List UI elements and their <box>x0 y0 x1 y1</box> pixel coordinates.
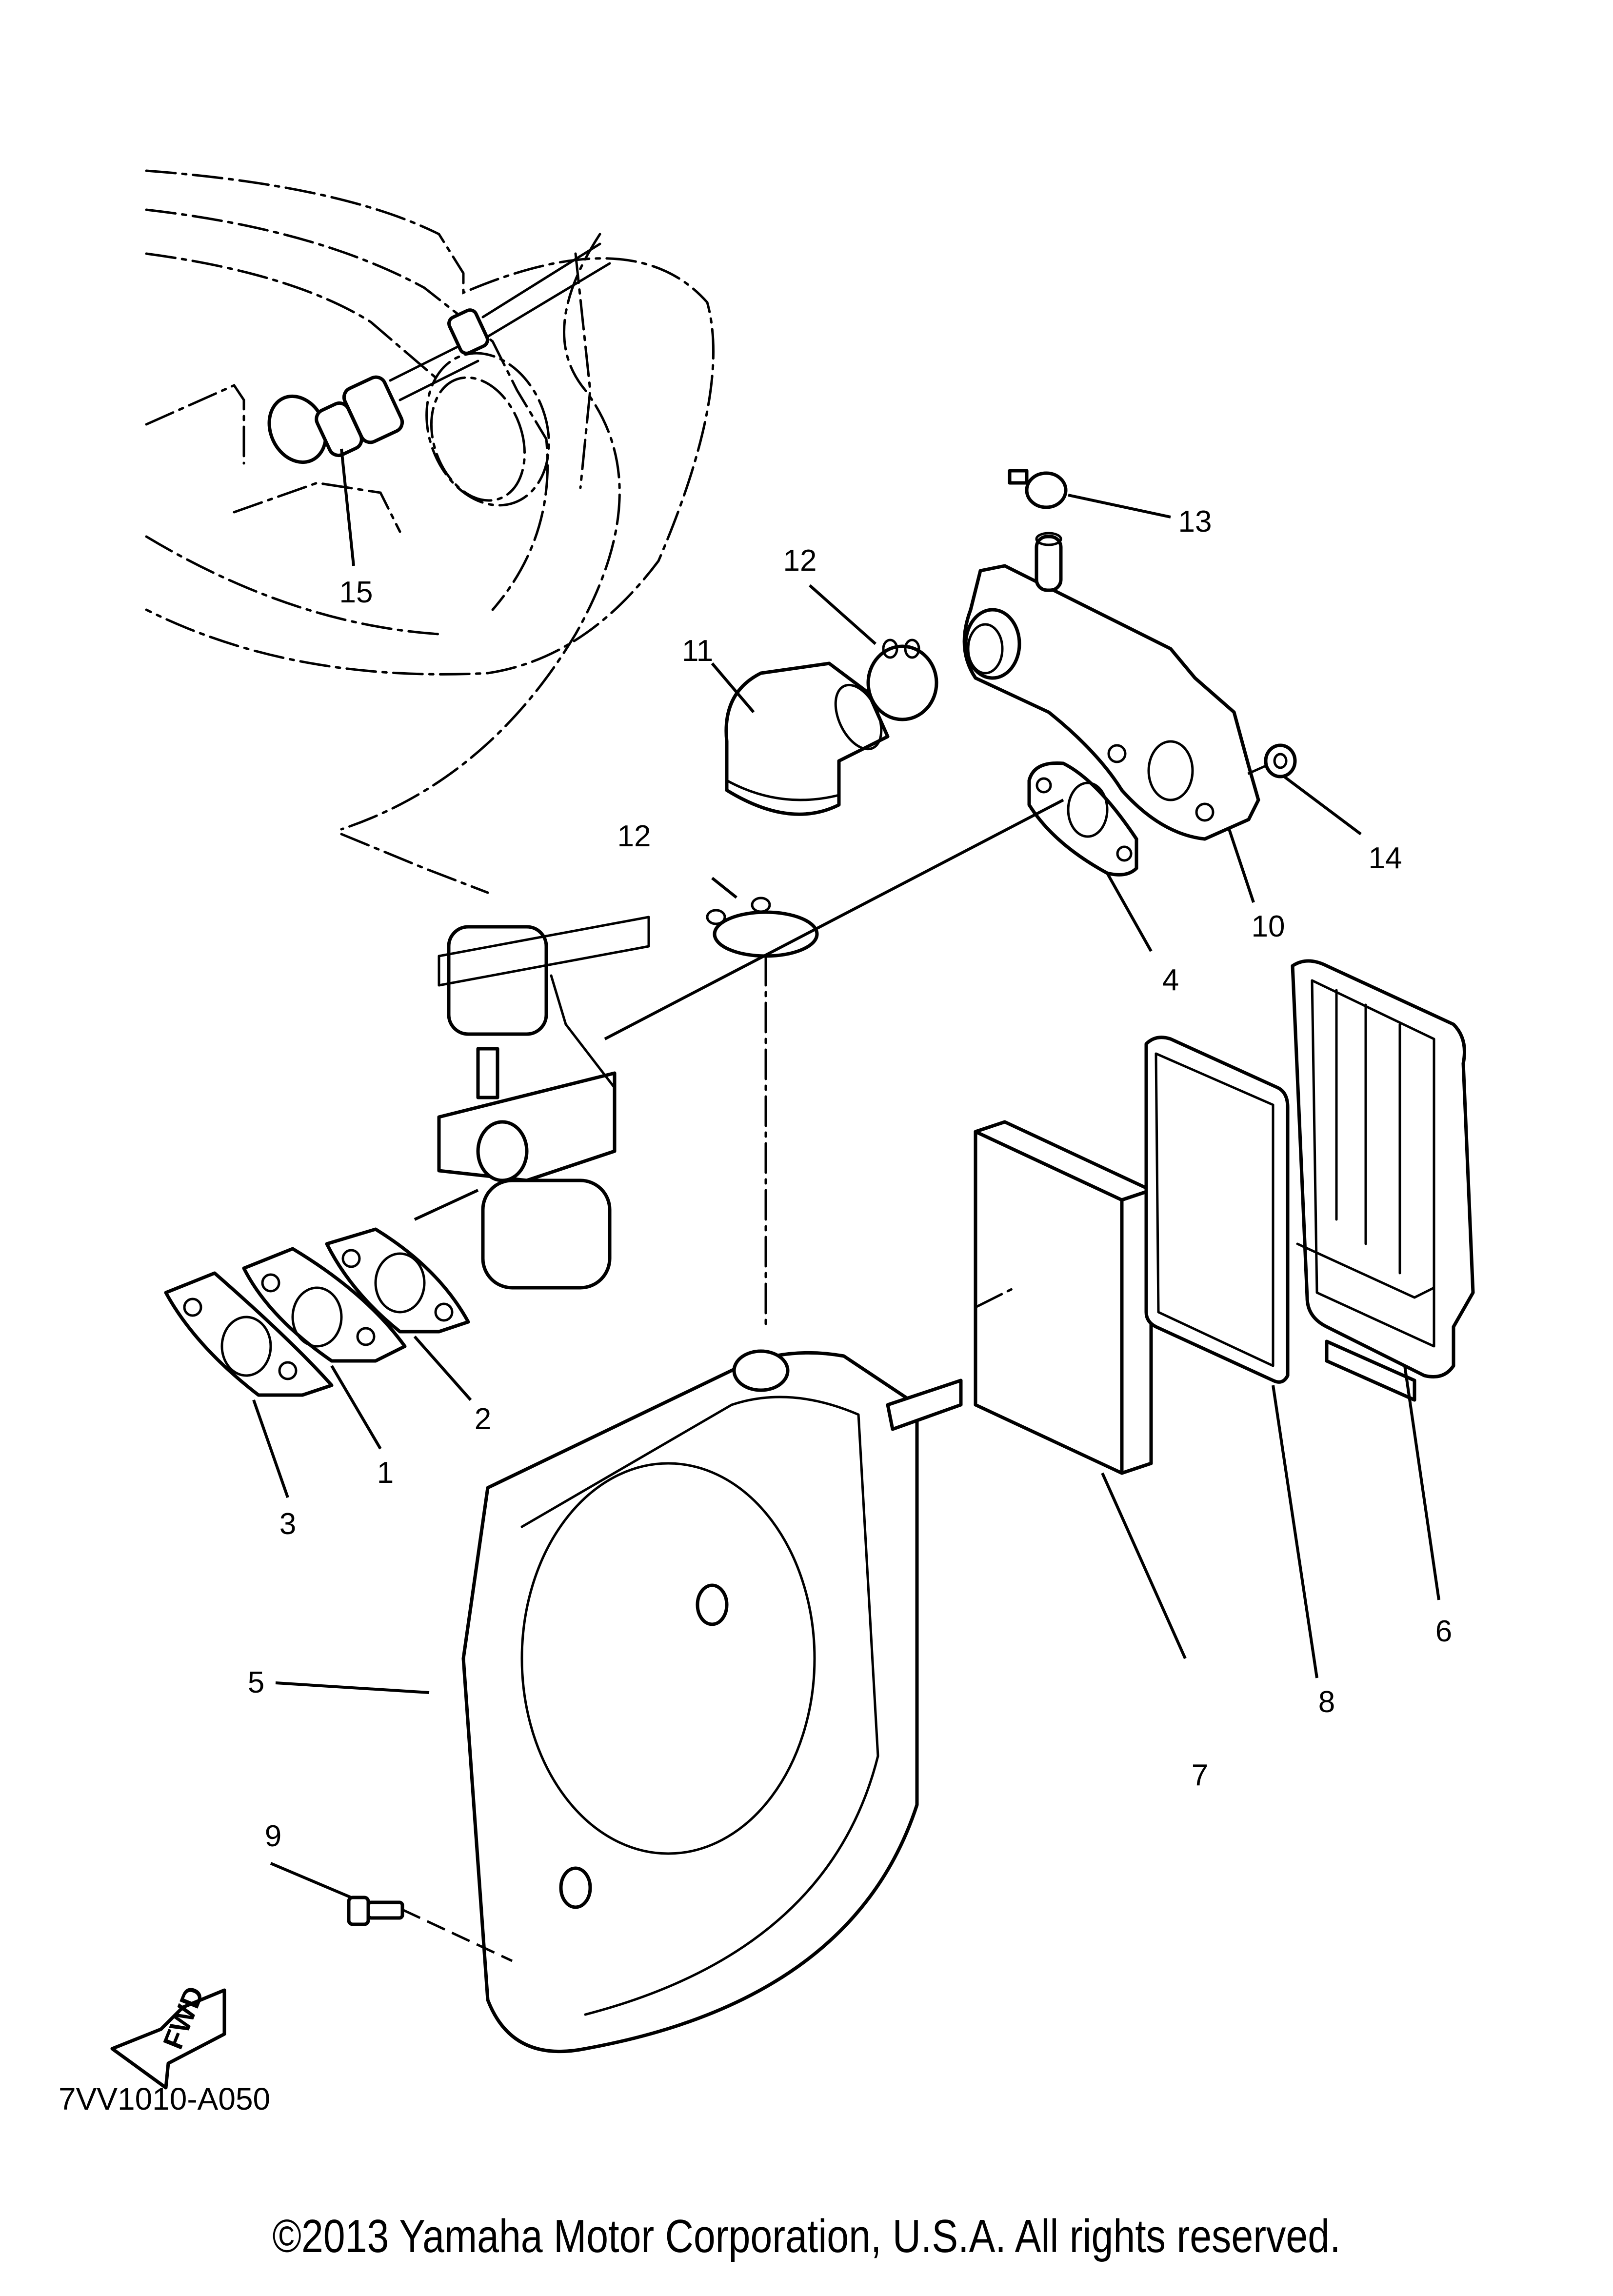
leader-lines <box>252 448 1440 1899</box>
callout-5[interactable]: 5 <box>248 1666 264 1699</box>
part-3-gasket[interactable] <box>164 1271 334 1397</box>
part-10-joint[interactable] <box>962 532 1260 841</box>
part-12-clamp-upper[interactable] <box>866 639 938 721</box>
part-11-elbow[interactable] <box>724 661 891 816</box>
part-15-choke-knob[interactable] <box>259 242 611 472</box>
part-1-insulator[interactable] <box>242 1247 407 1363</box>
callout-6[interactable]: 6 <box>1435 1615 1452 1648</box>
callout-10[interactable]: 10 <box>1252 910 1285 943</box>
callout-2[interactable]: 2 <box>475 1402 491 1436</box>
part-12-clamp-lower[interactable] <box>706 897 819 958</box>
callout-12-upper[interactable]: 12 <box>783 544 817 578</box>
callout-13[interactable]: 13 <box>1178 505 1212 539</box>
callout-14[interactable]: 14 <box>1369 841 1402 875</box>
callouts: 15 11 12 12 13 10 14 4 3 1 2 5 6 8 7 9 <box>248 505 1452 1853</box>
assembly-lines <box>414 799 1064 1328</box>
copyright-notice: ©2013 Yamaha Motor Corporation, U.S.A. A… <box>272 2210 1341 2262</box>
carburetor <box>340 833 650 1290</box>
part-5-air-filter-case[interactable] <box>461 1349 963 2054</box>
part-8-seal[interactable] <box>1144 1036 1290 1384</box>
engine-housing-phantom <box>145 169 715 831</box>
part-14-nut[interactable] <box>1243 743 1297 779</box>
part-7-filter-element[interactable] <box>974 1120 1153 1475</box>
fwd-arrow-icon: FWD <box>110 1982 226 2090</box>
part-6-cover[interactable] <box>1291 959 1475 1402</box>
callout-4[interactable]: 4 <box>1162 963 1179 997</box>
callout-9[interactable]: 9 <box>265 1819 281 1853</box>
part-4-gasket[interactable] <box>1027 761 1138 877</box>
callout-7[interactable]: 7 <box>1192 1758 1208 1792</box>
part-2-gasket[interactable] <box>325 1227 470 1334</box>
callout-11[interactable]: 11 <box>682 634 713 668</box>
callout-3[interactable]: 3 <box>279 1507 296 1541</box>
part-13-hose-clip[interactable] <box>1008 469 1068 509</box>
callout-8[interactable]: 8 <box>1318 1685 1335 1719</box>
part-9-bolt[interactable] <box>347 1896 513 1962</box>
callout-12-lower[interactable]: 12 <box>617 819 651 853</box>
callout-1[interactable]: 1 <box>377 1456 394 1490</box>
callout-15[interactable]: 15 <box>339 576 373 609</box>
drawing-code: 7VV1010-A050 <box>59 2081 270 2116</box>
